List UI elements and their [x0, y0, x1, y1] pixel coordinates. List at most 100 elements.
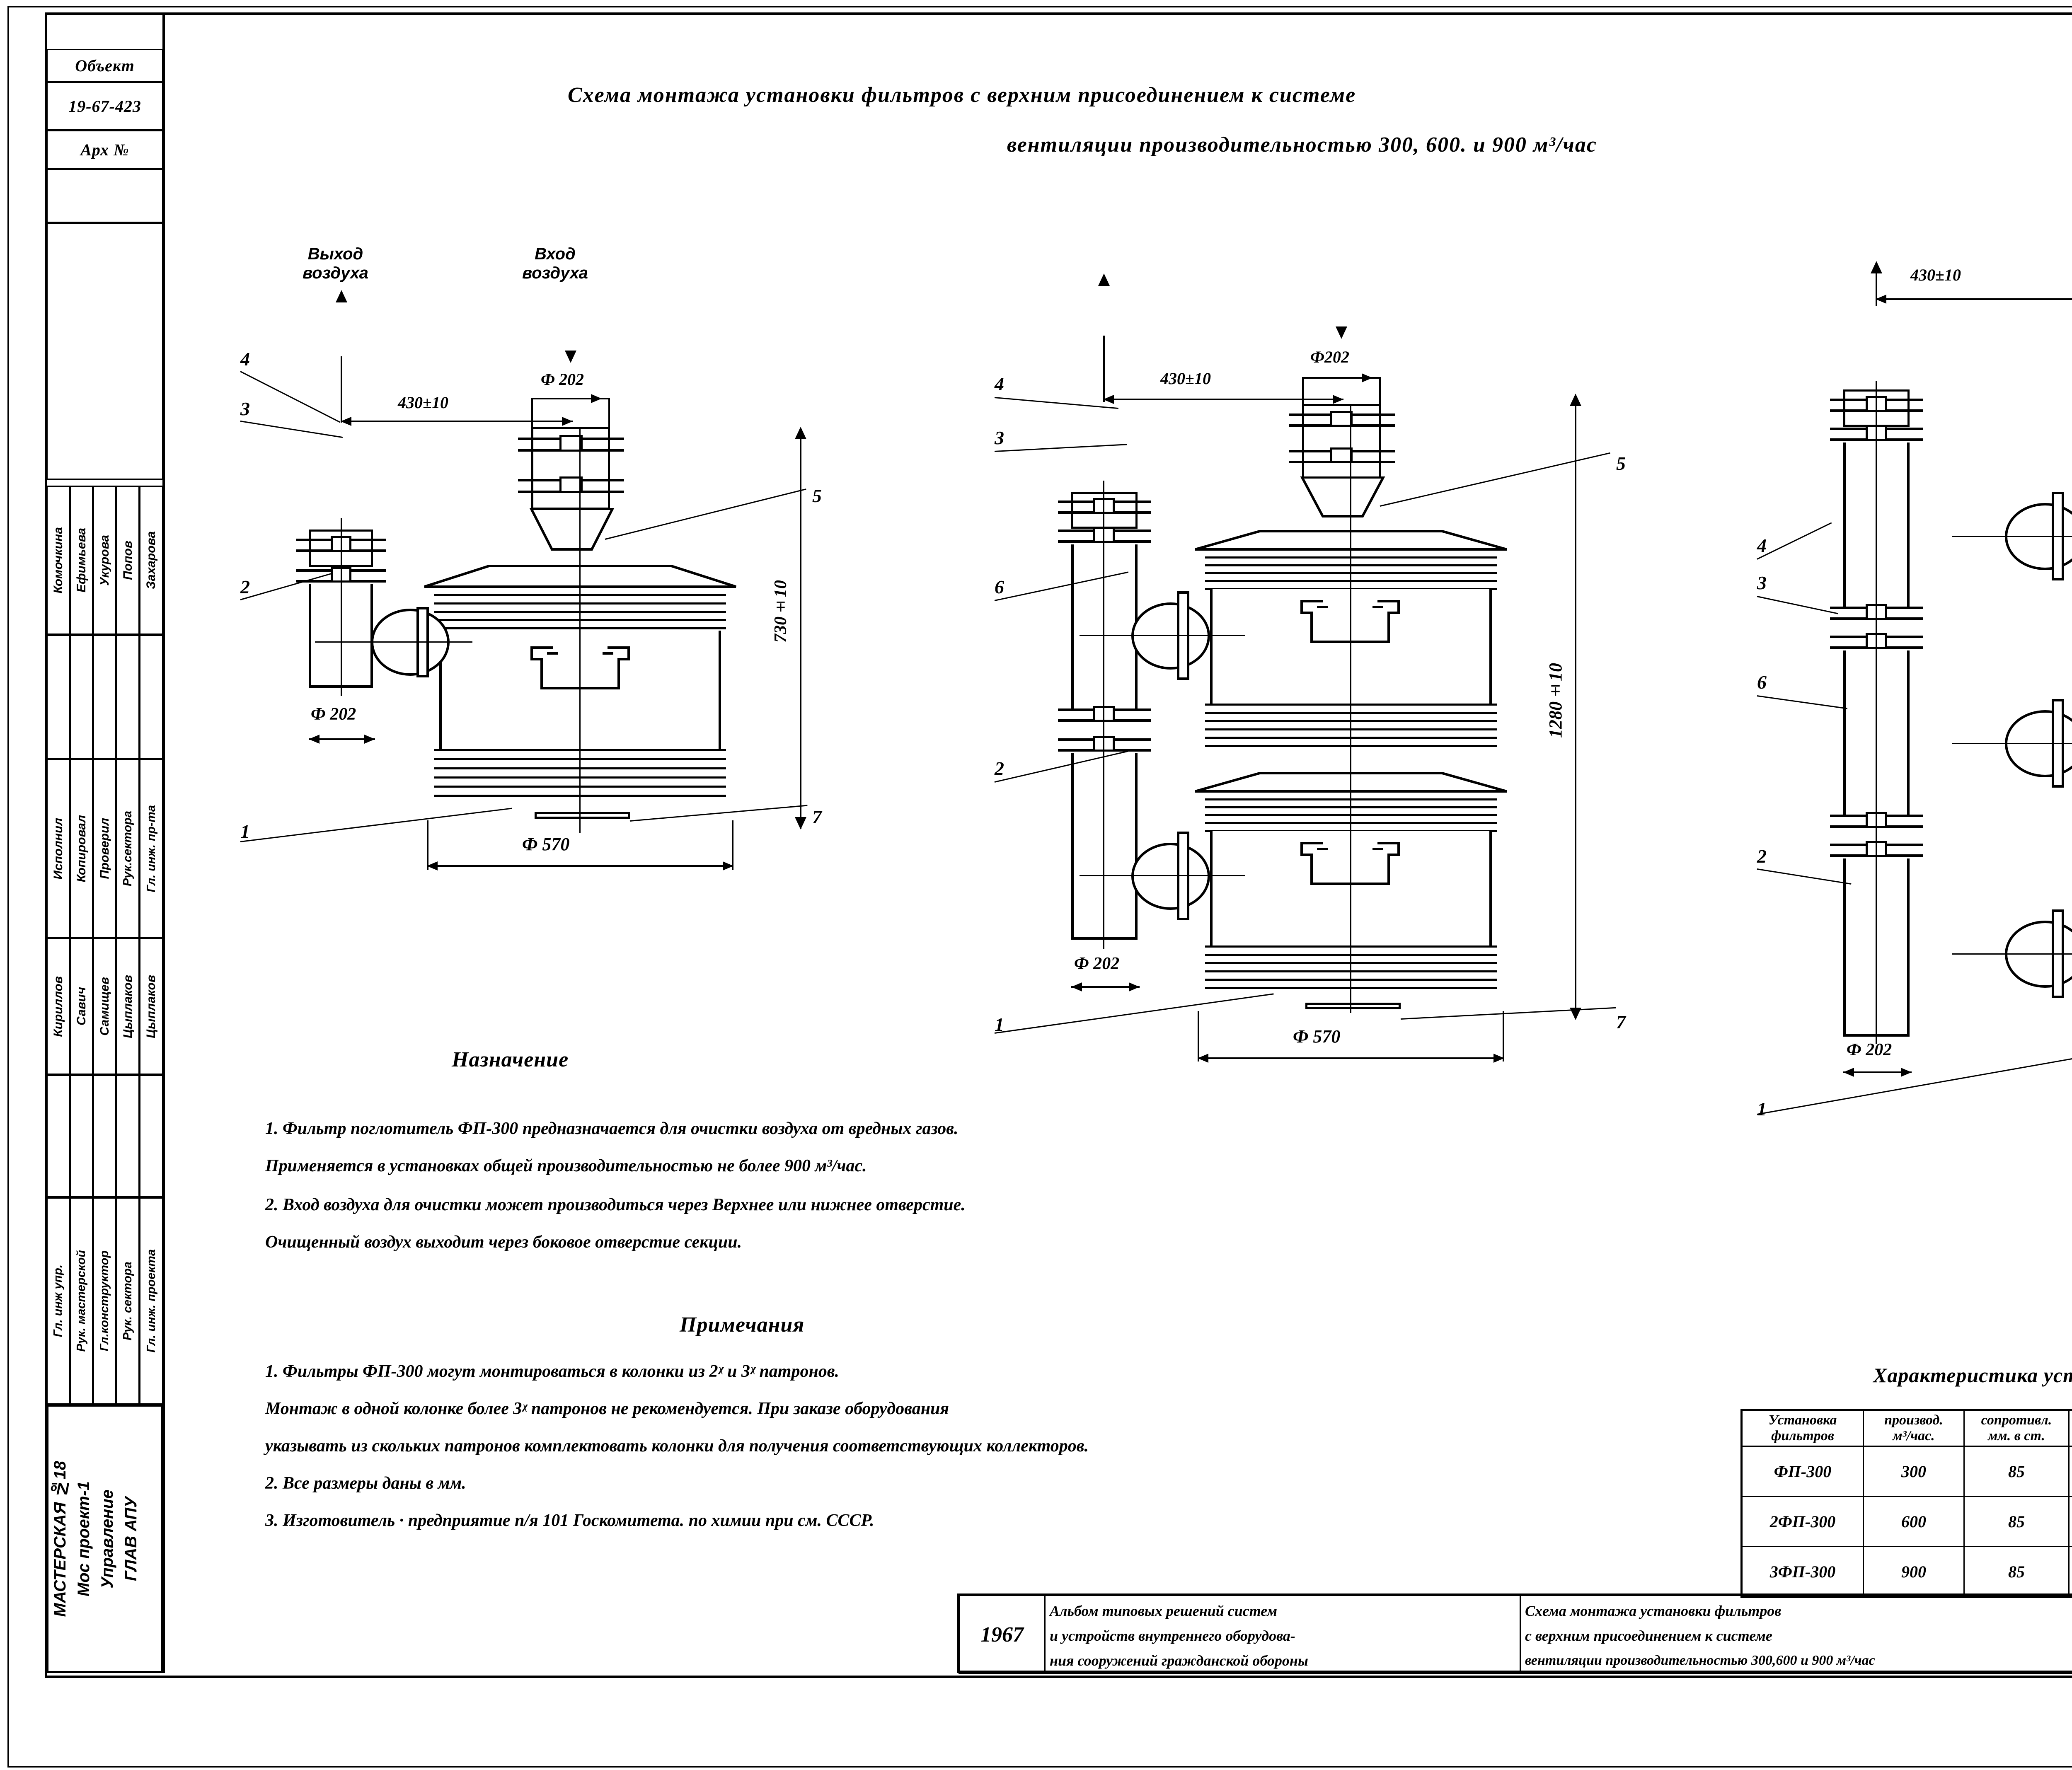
- name-text: Кириллов: [51, 976, 65, 1037]
- dim-ext-line: [1379, 377, 1381, 410]
- dim-offset-line-3: [1876, 298, 2072, 300]
- scheme-line: с верхним присоединением к системе: [1525, 1627, 1772, 1644]
- spec-cell: 85: [1963, 1546, 2070, 1598]
- dim-offset-line-1: [341, 421, 573, 422]
- callout-leader: [1757, 522, 1832, 560]
- org-line: ГЛАВ АПУ: [122, 1496, 140, 1581]
- table-row: 3ФП-300 900 85 193.0: [1741, 1546, 2072, 1598]
- dim-arrow-right-icon: [1493, 1054, 1504, 1063]
- flow-out-arrowhead-icon: [1098, 273, 1110, 286]
- names-lower-group: Кириллов Савич Самищев Цыплаков Цыплаков: [46, 938, 163, 1075]
- role-cell: Гл. инж. проекта: [139, 1197, 163, 1405]
- dim-arrow-left-icon: [1876, 295, 1886, 304]
- callout-4: 4: [1757, 535, 1767, 556]
- dim-arrow-right-icon: [364, 735, 375, 744]
- cone-flange: [1291, 517, 1394, 520]
- dim-arrow-right-icon: [1901, 1068, 1912, 1077]
- name-cell: Ефимьева: [70, 486, 93, 635]
- scheme-line: вентиляции производительностью 300,600 и…: [1525, 1653, 1875, 1668]
- names-blank-group: [46, 635, 163, 759]
- callout-2: 2: [995, 758, 1005, 779]
- dim-offset-line-2: [1103, 399, 1343, 400]
- spec-cell: 300: [1863, 1446, 1965, 1497]
- dim-ext-line: [1503, 1011, 1504, 1062]
- purpose-item: Применяется в установках общей производи…: [265, 1156, 867, 1175]
- object-value-cell: 19-67-423: [46, 82, 163, 130]
- name-text: Комочкина: [51, 527, 65, 594]
- name-cell: Цыплаков: [116, 938, 140, 1075]
- spec-header: производ. м³/час.: [1863, 1409, 1965, 1447]
- callout-3: 3: [995, 427, 1005, 448]
- callout-2: 2: [1757, 846, 1767, 867]
- object-label: Объект: [75, 56, 135, 75]
- left-title-strip: [45, 12, 165, 1673]
- callout-leader: [240, 421, 343, 438]
- canister-centerline: [1350, 404, 1351, 1013]
- role-cell: Копировал: [70, 759, 93, 938]
- role-text: Рук.сектора: [121, 810, 134, 887]
- spec-header: Установка фильтров: [1741, 1409, 1864, 1447]
- callout-5: 5: [812, 485, 822, 506]
- callout-6: 6: [995, 576, 1005, 597]
- purpose-item: Очищенный воздух выходит через боковое о…: [265, 1233, 742, 1252]
- assembly-drawing-2: 430±10 Ф202: [986, 232, 1658, 1081]
- assembly-drawing-1: Выход воздуха Вход воздуха 430±10 Ф 202: [232, 232, 854, 936]
- name-text: Савич: [74, 987, 88, 1026]
- tee-centerline: [1080, 875, 1245, 876]
- names-upper-group: Комочкина Ефимьева Укурова Попов Захаров…: [46, 486, 163, 635]
- callout-leader: [1757, 695, 1848, 709]
- remarks-item: 2. Все размеры даны в мм.: [265, 1474, 466, 1493]
- dim-arrow-left-icon: [341, 417, 351, 426]
- arch-value-cell: [46, 169, 163, 223]
- dim-arrow-left-icon: [309, 735, 320, 744]
- spec-cell: 85: [1963, 1446, 2070, 1497]
- role-text: Проверил: [97, 818, 111, 879]
- callout-1: 1: [995, 1014, 1005, 1035]
- name-cell: Комочкина: [46, 486, 70, 635]
- name-cell: Цыплаков: [139, 938, 163, 1075]
- dim-body-line-2: [1198, 1057, 1504, 1059]
- dim-ext-line: [1103, 336, 1105, 402]
- year-cell: 1967: [959, 1595, 1046, 1674]
- flow-in-arrowhead-icon: [565, 351, 576, 363]
- name-text: Цыплаков: [121, 974, 135, 1038]
- object-label-cell: Объект: [46, 49, 163, 82]
- dim-ext-line: [732, 820, 733, 870]
- dim-arrow-up-icon: [795, 427, 806, 439]
- table-header-row: Установка фильтров производ. м³/час. соп…: [1741, 1409, 2072, 1447]
- riser-pipe-bottom-2: [1071, 753, 1138, 940]
- assembly-drawing-3: 430±10 Ф 202: [1753, 207, 2072, 1120]
- blank-cell: [46, 635, 70, 759]
- cone-flange: [1293, 525, 1392, 528]
- name-text: Ефимьева: [74, 528, 88, 592]
- spec-cell: 130.0: [2068, 1496, 2072, 1547]
- name-cell: Савич: [70, 938, 93, 1075]
- org-line: Управление: [98, 1489, 116, 1589]
- dim-ext-line: [341, 356, 342, 423]
- dim-arrow-left-icon: [1071, 982, 1082, 991]
- spec-cell: 3ФП-300: [1741, 1546, 1864, 1598]
- bottom-title-block: 1967 Альбом типовых решений систем и уст…: [957, 1593, 2072, 1674]
- flow-in-axis: [1341, 273, 1342, 327]
- dim-arrow-right-icon: [1333, 395, 1343, 404]
- dim-ext-line: [531, 398, 533, 435]
- dim-pipe-line-2: [1071, 986, 1140, 988]
- name-text: Захарова: [144, 531, 158, 589]
- flow-in-arrowhead-icon: [1336, 326, 1347, 339]
- callout-7: 7: [1616, 1011, 1626, 1032]
- dim-body-line-1: [427, 865, 733, 867]
- flow-out-axis: [1103, 285, 1105, 339]
- role-text: Гл. инж. проекта: [144, 1249, 158, 1353]
- callout-leader: [1757, 596, 1838, 614]
- dim-arrow-left-icon: [427, 861, 438, 870]
- org-block: ГЛАВ АПУ Управление Мос проект-1 МАСТЕРС…: [46, 1405, 163, 1673]
- scheme-cell: Схема монтажа установки фильтров с верхн…: [1520, 1595, 2072, 1674]
- org-line: МАСТЕРСКАЯ №18: [51, 1460, 69, 1617]
- callout-leader: [994, 444, 1127, 452]
- spec-cell: 193.0: [2068, 1546, 2072, 1598]
- blank-cell: [139, 635, 163, 759]
- callout-5: 5: [1616, 453, 1626, 474]
- name-text: Самищев: [97, 977, 111, 1036]
- role-text: Рук. сектора: [121, 1261, 134, 1341]
- clamp-bolt: [1330, 447, 1353, 463]
